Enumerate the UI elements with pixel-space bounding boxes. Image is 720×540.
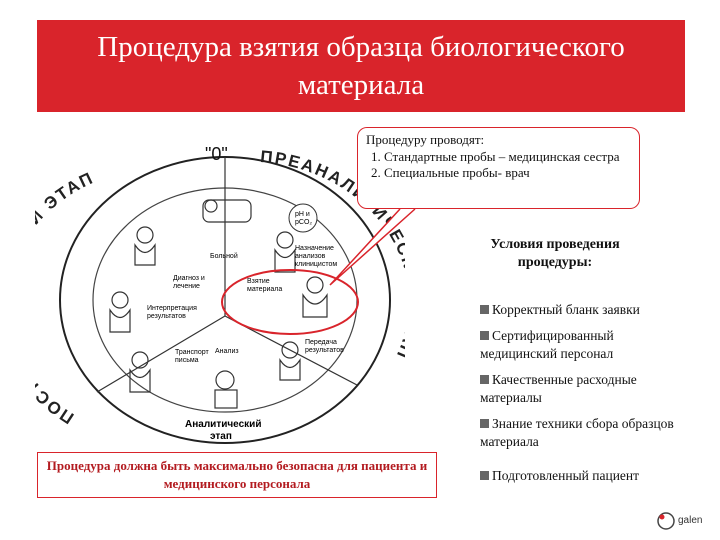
callout-intro: Процедуру проводят: (366, 132, 485, 147)
condition-item-3: Качественные расходные материалы (480, 372, 637, 405)
step-diagnosis-2: лечение (173, 283, 200, 290)
step-order-1: Назначение (295, 245, 334, 252)
clinician-figure (274, 231, 296, 273)
bullet-icon (480, 331, 489, 340)
sampling-figure (302, 276, 328, 318)
step-transfer-1: Передача (305, 339, 337, 346)
galen-logo-icon (657, 512, 675, 530)
condition-item-2: Сертифицированный медицинский персонал (480, 328, 614, 361)
condition-item-5: Подготовленный пациент (480, 467, 690, 485)
divider-left (96, 315, 226, 393)
step-transport-2: письма (175, 357, 199, 364)
bullet-icon (480, 471, 489, 480)
galen-logo: galen (656, 511, 706, 531)
doctor-figure-2 (109, 291, 131, 333)
analytic-stage-2: этап (210, 431, 232, 442)
page-title: Процедура взятия образца биологического … (97, 31, 625, 101)
callout-item-2: Специальные пробы- врач (384, 165, 631, 181)
test-card (288, 203, 318, 233)
condition-item-1: Корректный бланк заявки (480, 301, 690, 319)
transfer-figure (279, 341, 301, 381)
analytic-stage-1: Аналитический (185, 419, 261, 430)
step-interpretation-2: результатов (147, 313, 186, 320)
lab-cycle-diagram: ПОСТАНАЛИТИЧЕСКИЙ ЭТАП ПРЕАНАЛИТИЧЕСКИЙ … (35, 144, 405, 444)
procedure-callout: Процедуру проводят: Стандартные пробы – … (357, 127, 640, 209)
step-transport-1: Транспорт (175, 349, 209, 356)
doctor-figure-1 (134, 226, 156, 266)
step-order-2: анализов (295, 253, 326, 260)
step-sampling-1: Взятие (247, 278, 270, 285)
safety-note: Процедура должна быть максимально безопа… (37, 452, 437, 498)
step-analysis: Анализ (215, 348, 239, 355)
callout-list: Стандартные пробы – медицинская сестра С… (366, 149, 631, 181)
step-patient: Больной (210, 252, 238, 260)
lab-figure (214, 370, 238, 409)
bullet-icon (480, 305, 489, 314)
bullet-icon (480, 419, 489, 428)
step-interpretation-1: Интерпретация (147, 305, 197, 312)
test-type-1: pH и (295, 211, 310, 218)
bullet-icon (480, 375, 489, 384)
zero-label: "0" (205, 144, 228, 164)
callout-item-1: Стандартные пробы – медицинская сестра (384, 149, 631, 165)
step-transfer-2: результатов (305, 347, 344, 354)
patient-figure (202, 199, 252, 223)
step-sampling-2: материала (247, 286, 282, 293)
title-bar: Процедура взятия образца биологического … (37, 20, 685, 112)
sampling-highlight (221, 269, 359, 335)
test-type-2: pCO₂ (295, 219, 312, 226)
conditions-title: Условия проведения процедуры: (490, 237, 620, 270)
step-diagnosis-1: Диагноз и (173, 275, 205, 282)
condition-item-4: Знание техники сбора образцов материала (480, 416, 674, 449)
courier-figure (129, 351, 151, 393)
step-order-3: клиницистом (295, 261, 337, 268)
galen-logo-text: galen (678, 515, 703, 526)
